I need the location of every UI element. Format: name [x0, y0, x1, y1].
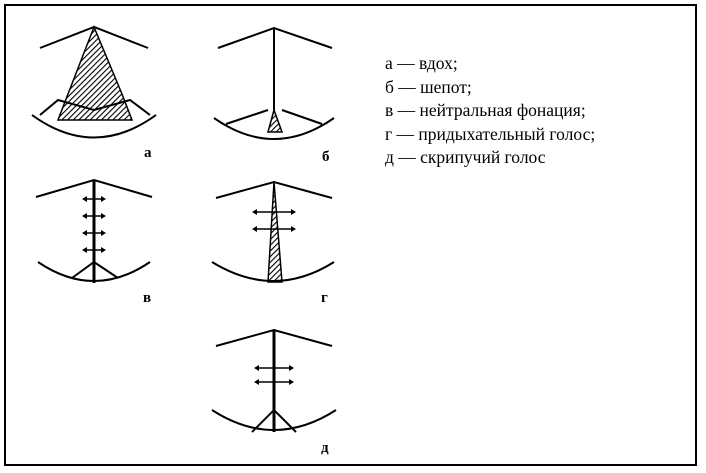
legend-item-d: д — скрипучий голос: [385, 147, 546, 167]
arytenoid-lines: [225, 109, 323, 125]
legend-item-v: в — нейтральная фонация;: [385, 100, 586, 120]
legend-item-b: б — шепот;: [385, 76, 472, 97]
arrow-heads: [254, 365, 294, 385]
diagram-a-inhalation: [31, 24, 157, 139]
arytenoid-arc: [213, 117, 335, 140]
vocal-fold-rim-top: [217, 26, 333, 49]
glottis-gap: [267, 181, 283, 283]
arytenoid-arc: [31, 114, 157, 139]
diagram-label-a: а: [144, 145, 152, 161]
glottis-gap: [267, 107, 284, 133]
arytenoid-arc: [211, 409, 337, 431]
arytenoid-lines: [39, 98, 151, 116]
diagram-label-v: в: [143, 290, 152, 306]
arrow-heads: [252, 209, 296, 232]
arytenoid-lines: [251, 408, 297, 433]
diagram-label-g: г: [321, 290, 328, 306]
arytenoid-lines: [71, 260, 119, 279]
legend-item-a: а — вдох;: [385, 53, 458, 73]
vibration-arrows: [256, 367, 292, 383]
diagram-v-neutral: [35, 178, 153, 283]
vibration-arrows: [84, 198, 104, 251]
vocal-fold-rim-top: [39, 25, 149, 49]
arytenoid-arc: [37, 261, 151, 282]
glottis-open-area: [56, 24, 134, 121]
diagram-d-creaky: [211, 328, 337, 433]
vocal-fold-rim-top: [215, 180, 333, 199]
legend-item-g: г — придыхательный голос;: [385, 123, 596, 144]
diagram-b-whisper: [213, 26, 335, 140]
arytenoid-arc: [211, 261, 335, 282]
legend: а — вдох; б — шепот; в — нейтральная фон…: [385, 52, 595, 170]
arrow-heads: [82, 196, 106, 253]
diagram-g-breathy: [211, 180, 335, 283]
vibration-arrows: [254, 211, 294, 230]
diagram-label-d: д: [321, 440, 329, 456]
figure-frame: [4, 4, 697, 466]
diagram-label-b: б: [322, 149, 330, 165]
